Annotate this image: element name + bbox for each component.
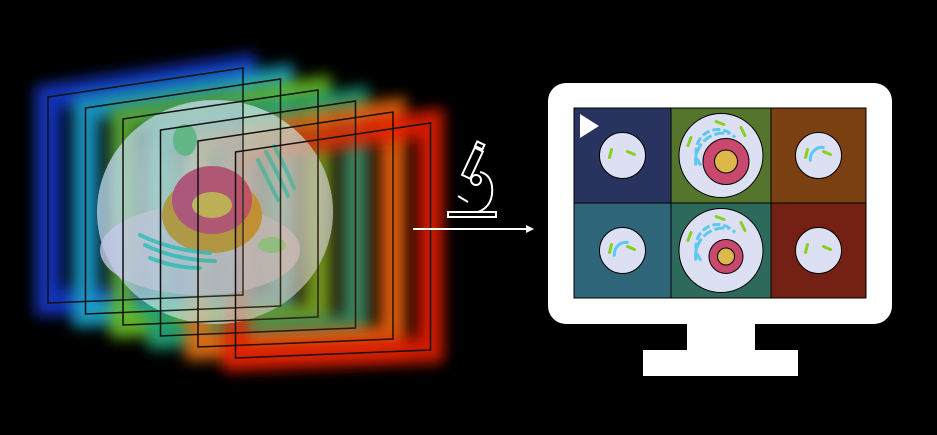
microscope-icon	[447, 140, 497, 218]
chromosome-mark	[804, 243, 832, 254]
spindle-mark	[612, 240, 629, 257]
spindle-mark	[694, 131, 730, 166]
slice-outline	[197, 111, 394, 348]
image-slices	[47, 67, 432, 359]
nucleolus	[192, 192, 232, 218]
monitor-neck	[687, 323, 755, 351]
cell-illustration	[97, 100, 333, 324]
vacuole	[173, 124, 197, 156]
cell	[599, 132, 646, 179]
right-arrow-icon	[413, 225, 534, 233]
cell	[795, 132, 842, 179]
monitor	[548, 83, 892, 376]
slice-outline	[234, 122, 432, 359]
monitor-base	[643, 350, 798, 376]
chromosome-mark	[686, 215, 747, 242]
chromosome-mark	[608, 243, 636, 254]
chromosome-mark	[686, 120, 747, 147]
monitor-screen	[573, 107, 867, 299]
spindle-mark	[808, 145, 825, 162]
cell-nucleolus	[714, 149, 738, 174]
spindle-mark	[694, 222, 737, 262]
cell-nucleolus	[717, 247, 735, 266]
slice-outline	[159, 100, 357, 337]
chromosome-mark	[608, 148, 636, 159]
spindle-mark	[694, 226, 730, 261]
mitochondrion	[258, 237, 286, 253]
spindle-mark	[694, 127, 737, 167]
slice-outline	[47, 67, 244, 304]
slice-outline	[84, 78, 282, 315]
cell	[795, 227, 842, 274]
cell	[599, 227, 646, 274]
chromosome-mark	[804, 148, 832, 159]
slice-outline	[122, 89, 319, 326]
play-icon	[580, 114, 599, 138]
er-organelles	[138, 144, 296, 270]
